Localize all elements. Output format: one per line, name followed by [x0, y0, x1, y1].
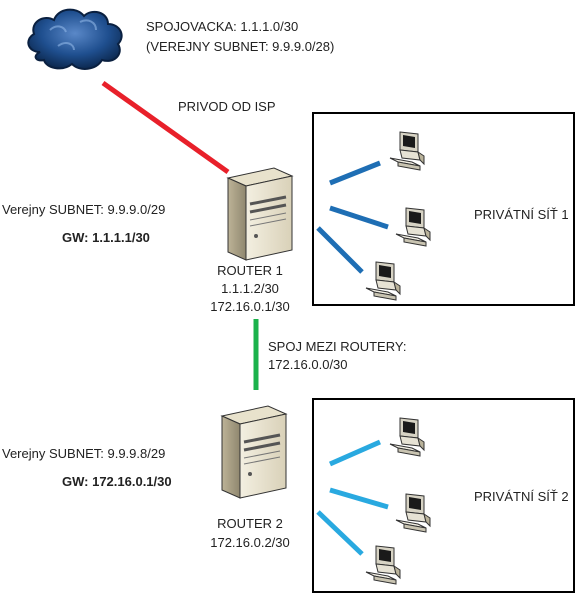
- isp-link: [101, 80, 230, 175]
- lan1-computer-icon: [389, 131, 425, 171]
- router-link-title: SPOJ MEZI ROUTERY:: [268, 339, 407, 354]
- lan1-computer-icon: [395, 207, 431, 247]
- isp-spojovacka-label: SPOJOVACKA: 1.1.1.0/30: [146, 19, 299, 34]
- router2-subnet-label: Verejny SUBNET: 9.9.9.8/29: [2, 446, 166, 461]
- lan1-label: PRIVÁTNÍ SÍŤ 1: [474, 207, 569, 222]
- router1-name: ROUTER 1: [217, 263, 283, 278]
- cloud-icon: [27, 8, 123, 70]
- lan2-label: PRIVÁTNÍ SÍŤ 2: [474, 489, 569, 504]
- router2-name: ROUTER 2: [217, 516, 283, 531]
- router-link-network: 172.16.0.0/30: [268, 357, 348, 372]
- router2-server-icon: [220, 405, 288, 499]
- lan1-link: [316, 226, 364, 274]
- router2-link-ip: 172.16.0.2/30: [210, 535, 290, 550]
- isp-public-subnet-label: (VEREJNY SUBNET: 9.9.9.0/28): [146, 39, 335, 54]
- lan2-link: [316, 510, 364, 556]
- router1-public-ip: 1.1.1.2/30: [221, 281, 279, 296]
- lan1-box: [312, 112, 575, 306]
- lan1-link: [329, 160, 381, 186]
- lan1-computer-icon: [365, 261, 401, 301]
- lan2-computer-icon: [395, 493, 431, 533]
- lan1-link: [329, 205, 389, 230]
- lan2-computer-icon: [389, 417, 425, 457]
- router2-gateway-label: GW: 172.16.0.1/30: [62, 474, 172, 489]
- lan2-link: [328, 439, 382, 467]
- lan2-box: [312, 398, 575, 593]
- router1-link-ip: 172.16.0.1/30: [210, 299, 290, 314]
- router1-server-icon: [226, 167, 294, 261]
- lan2-computer-icon: [365, 545, 401, 585]
- router1-subnet-label: Verejny SUBNET: 9.9.9.0/29: [2, 202, 166, 217]
- router1-gateway-label: GW: 1.1.1.1/30: [62, 230, 150, 245]
- isp-link-label: PRIVOD OD ISP: [178, 99, 276, 114]
- lan2-link: [329, 487, 389, 510]
